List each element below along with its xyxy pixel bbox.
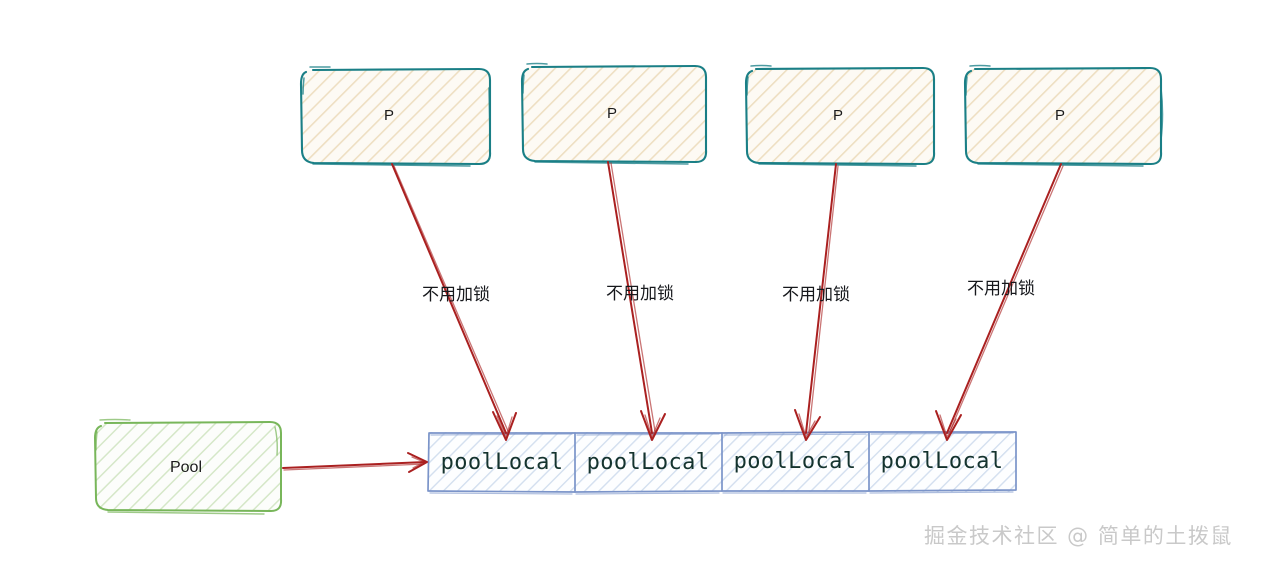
pool-local-cell-4-outline xyxy=(868,431,1017,492)
p-box-label-1: P xyxy=(384,107,394,124)
arrow-5-head xyxy=(407,452,428,473)
pool-local-cell-1-outline-b xyxy=(429,433,573,495)
arrow-4-line xyxy=(946,163,1062,434)
p-box-fill-1 xyxy=(302,70,492,165)
arrow-5-line-b xyxy=(283,463,425,471)
arrow-pool-to-poollocal-row xyxy=(282,452,428,473)
p-box-group-2[interactable]: P xyxy=(520,62,708,165)
arrow-2-line-b xyxy=(610,162,656,432)
p-box-group-4[interactable]: P xyxy=(963,64,1164,167)
arrow-2-head-b xyxy=(644,414,661,438)
pool-local-cell-3-outline xyxy=(721,431,870,492)
arrow-1-head-b xyxy=(496,415,513,438)
pool-box-outline-b xyxy=(95,418,282,515)
edge-label-1: 不用加锁 xyxy=(422,285,490,305)
p-box-outline-4b xyxy=(965,64,1164,167)
p-box-label-4: P xyxy=(1055,107,1065,124)
arrow-3-line xyxy=(805,163,837,434)
arrow-4-line-b xyxy=(949,165,1064,432)
pool-box-label: Pool xyxy=(170,459,202,476)
pool-local-cell-2[interactable]: poolLocal xyxy=(574,432,723,495)
arrow-3-head xyxy=(794,409,821,441)
arrow-2-line xyxy=(607,161,653,434)
watermark: 掘金技术社区 @ 简单的土拨鼠 xyxy=(924,524,1233,548)
p-box-fill-3 xyxy=(746,68,936,165)
p-box-fill-4 xyxy=(965,68,1163,165)
p-box-group-1[interactable]: P xyxy=(299,66,492,167)
arrow-1-line xyxy=(391,163,507,434)
p-box-outline-3 xyxy=(744,66,936,166)
edge-label-3: 不用加锁 xyxy=(782,285,850,305)
pool-local-cell-1-label: poolLocal xyxy=(441,450,564,475)
p-box-fill-2 xyxy=(522,66,708,163)
arrow-2-head xyxy=(640,410,666,441)
pool-local-cell-4-label: poolLocal xyxy=(881,449,1004,474)
edge-label-4: 不用加锁 xyxy=(967,279,1035,299)
arrow-4-head xyxy=(935,410,962,441)
arrow-3-line-b xyxy=(808,165,839,432)
pool-local-cell-2-outline-b xyxy=(575,433,720,495)
arrow-1-head xyxy=(492,411,517,441)
pool-box-fill xyxy=(95,422,283,512)
arrow-4-head-b xyxy=(939,414,957,438)
p-box-outline-1b xyxy=(302,66,491,167)
pool-local-cell-2-label: poolLocal xyxy=(587,450,710,475)
arrow-5-head-b xyxy=(411,456,425,469)
p-box-label-3: P xyxy=(833,107,843,124)
arrow-p3-to-poollocal3 xyxy=(794,163,839,441)
pool-local-cell-3-label: poolLocal xyxy=(734,449,857,474)
arrow-p1-to-poollocal1 xyxy=(391,163,517,441)
pool-local-cell-4-outline-b xyxy=(869,432,1014,494)
pool-box-outline xyxy=(94,421,283,512)
pool-local-cell-3-outline-b xyxy=(722,433,867,494)
arrow-p2-to-poollocal2 xyxy=(607,161,666,441)
edge-label-2: 不用加锁 xyxy=(606,284,674,304)
arrow-5-line xyxy=(282,461,427,469)
arrow-1-line-b xyxy=(393,165,509,432)
pool-local-cell-3[interactable]: poolLocal xyxy=(721,431,870,494)
p-box-outline-2b xyxy=(522,62,707,165)
p-box-outline-2 xyxy=(520,64,708,164)
pool-local-row-group: poolLocal poolLocal poolLocal poolLocal xyxy=(427,431,1017,495)
p-box-group-3[interactable]: P xyxy=(744,64,936,167)
p-box-outline-3b xyxy=(746,64,935,167)
arrow-3-head-b xyxy=(798,413,816,438)
arrow-p4-to-poollocal4 xyxy=(935,163,1064,441)
pool-local-cell-4[interactable]: poolLocal xyxy=(868,431,1017,494)
p-box-label-2: P xyxy=(607,105,617,122)
p-box-outline-4 xyxy=(963,66,1163,166)
p-box-outline-1 xyxy=(299,67,492,166)
pool-box-group[interactable]: Pool xyxy=(94,418,283,515)
